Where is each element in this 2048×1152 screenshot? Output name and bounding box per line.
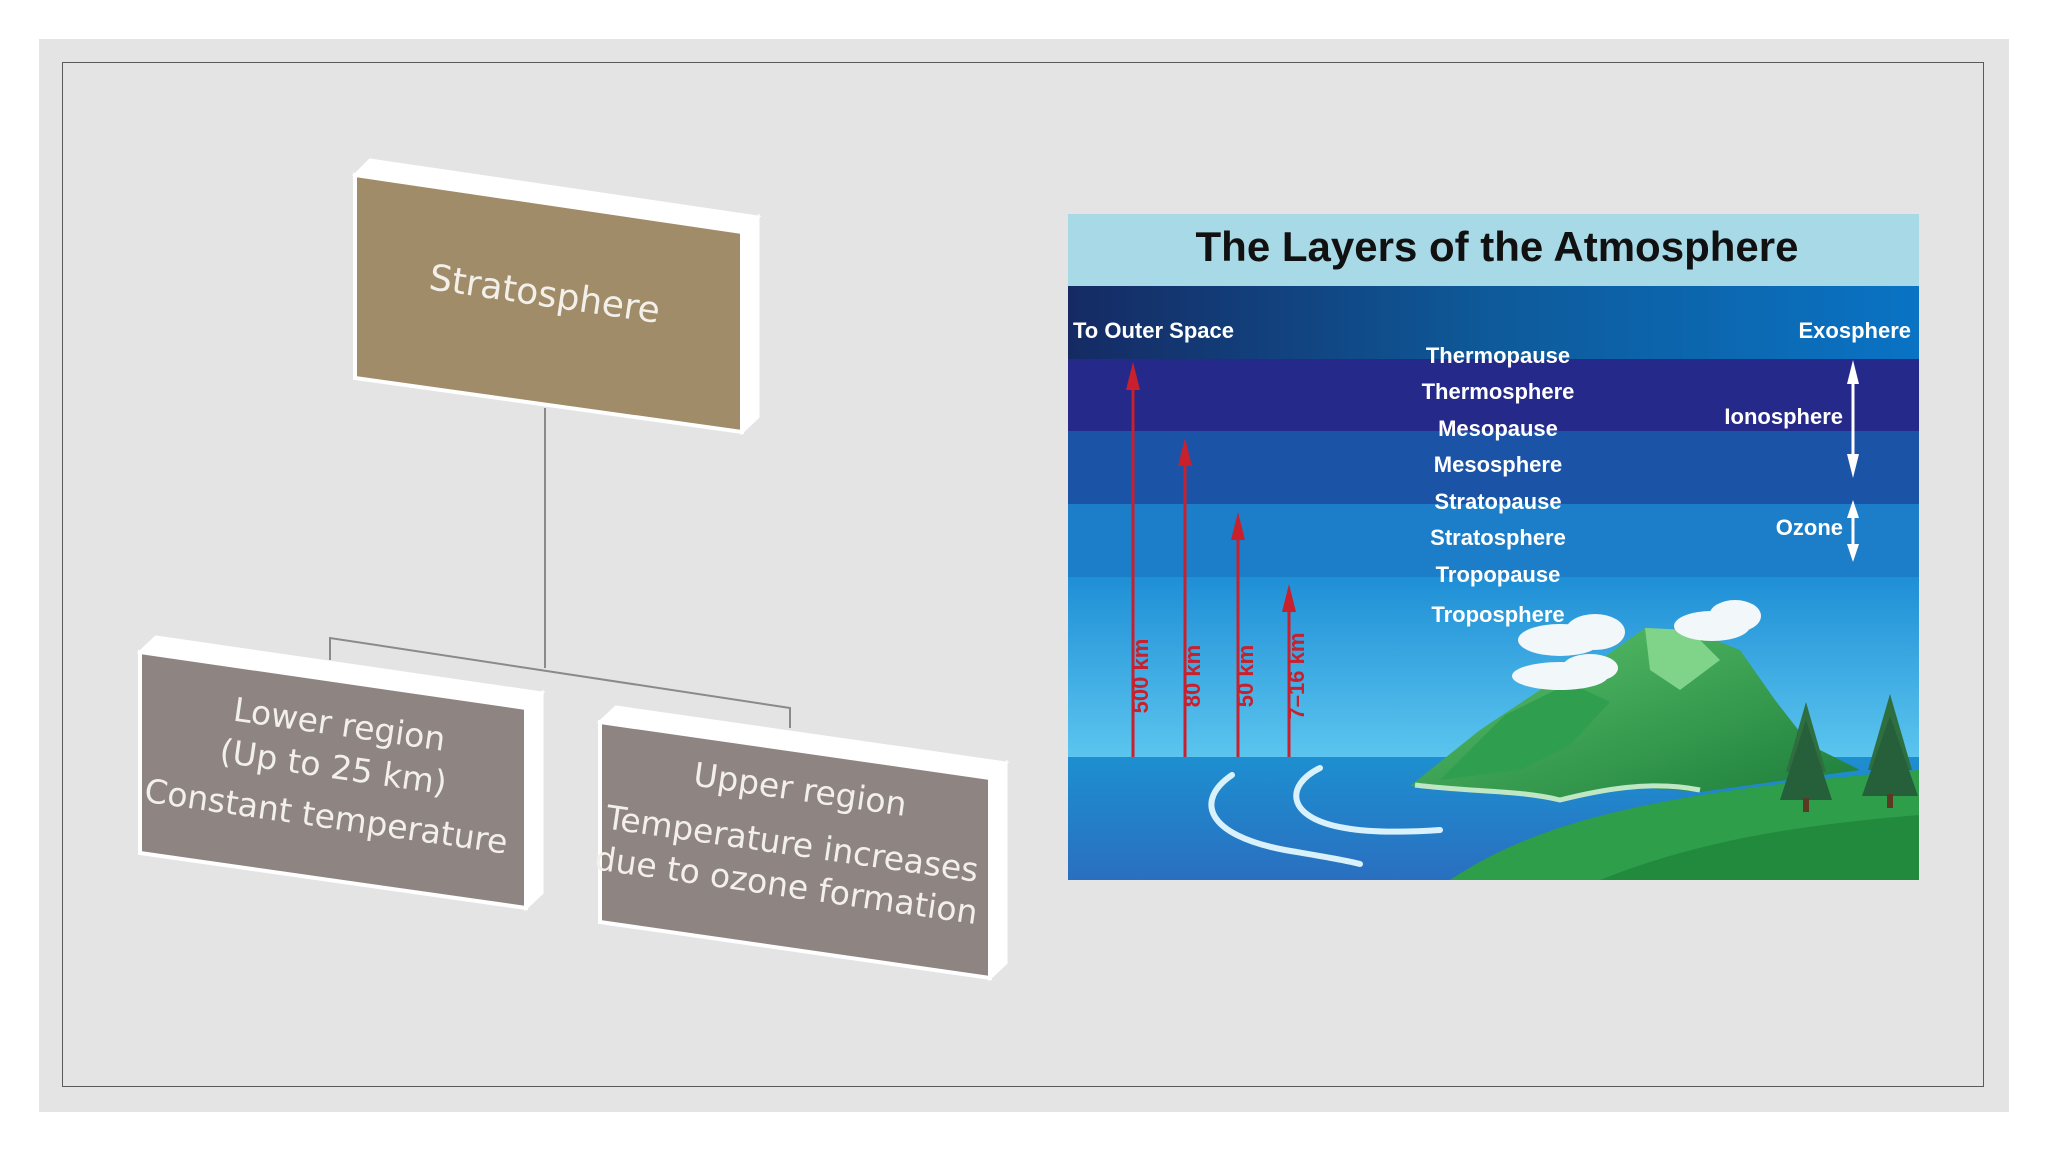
mountains bbox=[1410, 628, 1919, 880]
exosphere-label: Exosphere bbox=[1799, 318, 1912, 343]
upper-region-box: Upper region Temperature increases due t… bbox=[593, 705, 1010, 982]
connector-lines bbox=[329, 408, 791, 728]
layer-label-tropopause: Tropopause bbox=[1436, 562, 1561, 587]
trees bbox=[1780, 694, 1918, 812]
slide-frame bbox=[62, 62, 1984, 1087]
space-band bbox=[1068, 286, 1919, 359]
altitude-label-7-16km: 7–16 km bbox=[1284, 633, 1309, 720]
ozone-label: Ozone bbox=[1776, 515, 1843, 540]
altitude-label-50km: 50 km bbox=[1233, 645, 1258, 707]
layer-label-mesosphere: Mesosphere bbox=[1434, 452, 1562, 477]
stratosphere-band bbox=[1068, 504, 1919, 577]
layer-label-troposphere: Troposphere bbox=[1431, 602, 1564, 627]
layer-label-mesopause: Mesopause bbox=[1438, 416, 1558, 441]
altitude-label-500km: 500 km bbox=[1128, 639, 1153, 714]
layer-label-thermopause: Thermopause bbox=[1426, 343, 1570, 368]
mesosphere-band bbox=[1068, 431, 1919, 504]
waves bbox=[1208, 765, 1443, 867]
layer-label-stratopause: Stratopause bbox=[1434, 489, 1561, 514]
thermosphere-band bbox=[1068, 359, 1919, 431]
ionosphere-label: Ionosphere bbox=[1724, 404, 1843, 429]
stratosphere-box: Stratosphere bbox=[351, 158, 762, 436]
side-arrows bbox=[1847, 360, 1859, 562]
layer-labels: Thermopause Thermosphere Mesopause Mesos… bbox=[1422, 343, 1575, 627]
title-band bbox=[1068, 214, 1919, 286]
to-outer-space-label: To Outer Space bbox=[1073, 318, 1234, 343]
clouds bbox=[1512, 600, 1761, 690]
lower-region-box: Lower region (Up to 25 km) Constant temp… bbox=[136, 635, 546, 912]
altitude-arrows bbox=[1126, 362, 1296, 757]
layer-label-thermosphere: Thermosphere bbox=[1422, 379, 1575, 404]
figure-title: The Layers of the Atmosphere bbox=[1196, 223, 1799, 270]
altitude-label-80km: 80 km bbox=[1180, 645, 1205, 707]
layer-label-stratosphere: Stratosphere bbox=[1430, 525, 1566, 550]
